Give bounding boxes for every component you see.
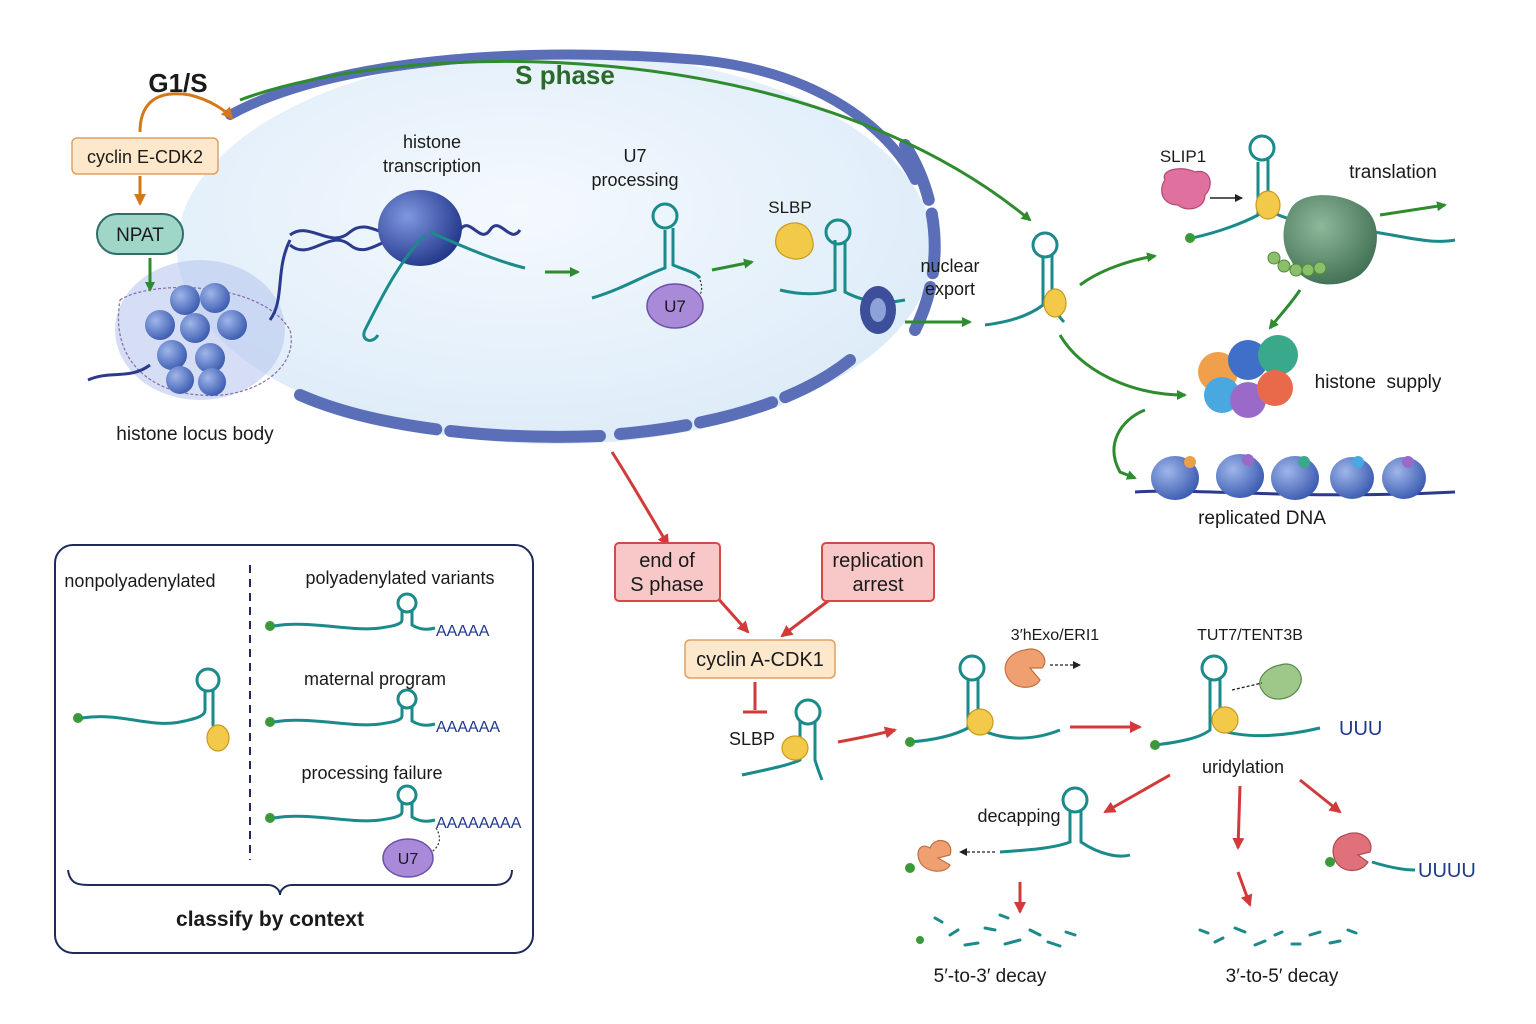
end-s-phase-box xyxy=(614,542,721,602)
replication-arrest-box xyxy=(821,542,935,602)
npat-label: NPAT xyxy=(116,225,164,246)
nucleus xyxy=(177,49,941,444)
u7-snrnp xyxy=(646,283,704,329)
replication-arrest-line1: replication xyxy=(832,550,923,572)
uuu-tail-label: UUU xyxy=(1339,718,1382,740)
nuclear-envelope-bottom-right xyxy=(614,354,856,440)
decapping-branch xyxy=(905,786,1131,873)
tut7-mrna xyxy=(1150,654,1321,750)
legend-u7-label: U7 xyxy=(398,851,419,868)
legend-polyadenylated-mrna xyxy=(265,592,436,631)
uuuu-tail-label: UUUU xyxy=(1418,860,1476,882)
u7-processing-line2: processing xyxy=(591,170,678,190)
slbp-lower-label: SLBP xyxy=(729,729,775,749)
histone-transcription-complex xyxy=(289,190,526,342)
histone-supply-label: histone supply xyxy=(1315,372,1442,393)
replicated-dna-label: replicated DNA xyxy=(1198,508,1326,529)
nucleosome xyxy=(1216,454,1264,498)
legend-a5: AAAAA xyxy=(436,623,490,640)
replicated-dna xyxy=(1134,454,1456,500)
legend-classify-label: classify by context xyxy=(176,908,364,931)
nucleosome xyxy=(1151,456,1199,500)
transcription-label-line1: histone xyxy=(403,132,461,152)
cyclin-a-label: cyclin A-CDK1 xyxy=(696,649,824,671)
ribosome xyxy=(1283,195,1377,285)
eri1-label: 3′hExo/ERI1 xyxy=(1011,627,1099,644)
legend-panel xyxy=(54,544,534,954)
slbp-protein xyxy=(775,222,814,260)
exported-mrna xyxy=(984,231,1067,327)
eri1-exonuclease xyxy=(1004,648,1046,688)
nuclear-pore xyxy=(860,286,896,334)
legend-maternal-mrna xyxy=(265,688,436,727)
nuclear-envelope-top xyxy=(225,49,920,185)
uridylated-mrna-exo xyxy=(1325,832,1416,872)
tut7-enzyme xyxy=(1259,663,1302,700)
nucleosome xyxy=(1330,456,1374,499)
translation-label: translation xyxy=(1349,162,1437,183)
cyclin-a-box xyxy=(684,639,836,679)
u7-processing-mrna xyxy=(591,202,704,329)
legend-nonpoly-label: nonpolyadenylated xyxy=(64,571,215,591)
legend-failure-label: processing failure xyxy=(301,763,442,783)
translation-complex xyxy=(1161,134,1456,285)
nucleosome xyxy=(1271,456,1319,500)
histone-octamer-cluster xyxy=(1198,335,1298,418)
nuclear-envelope-right xyxy=(899,139,941,336)
export-label-line1: nuclear xyxy=(920,256,979,276)
eri1-mrna xyxy=(905,648,1081,747)
transcription-label-line2: transcription xyxy=(383,156,481,176)
legend-a8: AAAAAAAA xyxy=(436,815,522,832)
decay-fragments-53 xyxy=(916,913,1077,948)
rna-polymerase xyxy=(378,190,462,266)
histone-locus-body xyxy=(87,239,292,400)
tut7-label: TUT7/TENT3B xyxy=(1197,627,1303,644)
slip1-protein xyxy=(1161,168,1211,210)
green-flow-arrows xyxy=(145,60,1447,480)
decapping-enzyme xyxy=(917,839,952,872)
slbp-nuclear-label: SLBP xyxy=(768,198,811,217)
inhibition-symbol xyxy=(743,682,767,714)
hlb-label: histone locus body xyxy=(116,424,274,445)
uridylation-label: uridylation xyxy=(1202,757,1284,777)
export-label-line2: export xyxy=(925,279,975,299)
u7-label: U7 xyxy=(664,297,686,316)
legend-a6: AAAAAA xyxy=(436,719,500,736)
legend-maternal-label: maternal program xyxy=(304,669,446,689)
s-phase-label: S phase xyxy=(515,60,615,90)
slbp-mrna-lower xyxy=(741,698,824,781)
orange-arrows xyxy=(134,92,234,206)
red-arrows xyxy=(610,451,1342,914)
slip1-label: SLIP1 xyxy=(1160,147,1206,166)
u7-processing-line1: U7 xyxy=(623,146,646,166)
replication-arrest-line2: arrest xyxy=(852,574,904,596)
nucleosome xyxy=(1382,456,1426,499)
g1s-label: G1/S xyxy=(148,68,207,98)
legend-failure-mrna xyxy=(265,784,441,878)
end-s-line2: S phase xyxy=(630,574,703,596)
cyclin-e-label: cyclin E-CDK2 xyxy=(87,147,203,167)
legend-u7-snrnp xyxy=(382,838,434,878)
decapping-label: decapping xyxy=(977,806,1060,826)
s-phase-arc-arrow xyxy=(239,60,1032,222)
cyclin-e-box xyxy=(71,137,219,175)
decay-fragments-35 xyxy=(1198,926,1358,947)
npat-box xyxy=(96,213,184,255)
decay53-label: 5′-to-3′ decay xyxy=(934,966,1047,987)
end-s-line1: end of xyxy=(639,550,695,572)
legend-nonpoly-mrna xyxy=(73,667,230,752)
nuclear-envelope-bottom xyxy=(294,389,606,443)
legend-polyvar-label: polyadenylated variants xyxy=(305,568,494,588)
decay35-label: 3′-to-5′ decay xyxy=(1226,966,1339,987)
